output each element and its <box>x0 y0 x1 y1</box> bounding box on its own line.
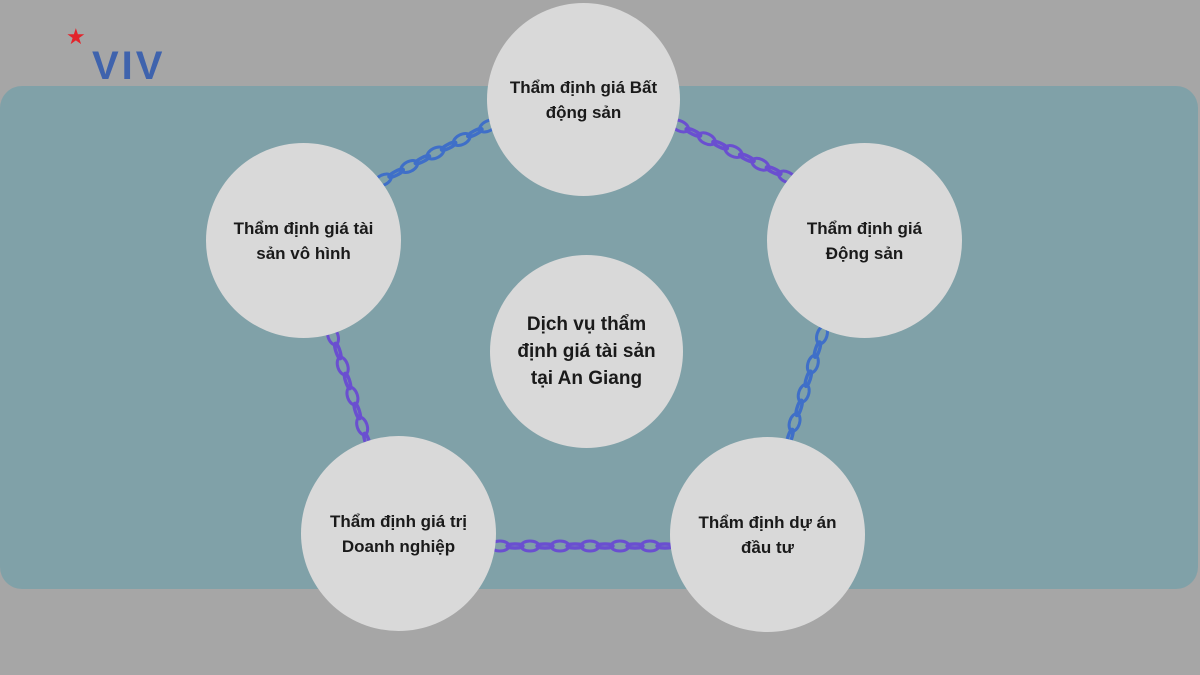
node-intangible-assets: Thẩm định giá tài sản vô hình <box>206 143 401 338</box>
node-real-estate: Thẩm định giá Bất động sản <box>487 3 680 196</box>
center-service-label: Dịch vụ thẩm định giá tài sản tại An Gia… <box>517 314 656 389</box>
node-enterprise-value-label: Thẩm định giá trị Doanh nghiệp <box>330 511 467 556</box>
chain-link <box>803 369 814 389</box>
chain-link <box>684 126 703 138</box>
node-real-estate-label: Thẩm định giá Bất động sản <box>509 77 658 122</box>
logo-text: VIV <box>92 44 166 88</box>
chain-link <box>413 153 432 166</box>
chain-link <box>812 340 823 359</box>
chain-link <box>439 140 458 153</box>
node-intangible-assets-label: Thẩm định giá tài sản vô hình <box>233 218 374 263</box>
chain-link <box>565 542 585 550</box>
chain-link <box>505 542 525 550</box>
chain-link <box>794 398 804 418</box>
chain-right-link <box>785 324 829 447</box>
node-investment-project-label: Thẩm định dự án đầu tư <box>698 512 837 557</box>
chain-link <box>466 126 484 139</box>
node-movable-assets: Thẩm định giá Động sản <box>767 143 962 338</box>
chain-link <box>737 152 756 164</box>
chain-top-left-link <box>373 118 498 188</box>
chain-bottom-link <box>489 539 675 553</box>
node-investment-project: Thẩm định dự án đầu tư <box>670 437 865 632</box>
chain-link <box>595 542 615 550</box>
chain-link <box>625 542 645 550</box>
chain-link <box>387 167 405 180</box>
node-movable-assets-label: Thẩm định giá Động sản <box>806 218 923 263</box>
center-service-node: Dịch vụ thẩm định giá tài sản tại An Gia… <box>490 255 683 448</box>
node-enterprise-value: Thẩm định giá trị Doanh nghiệp <box>301 436 496 631</box>
star-icon: ★ <box>66 24 86 49</box>
chain-link <box>535 542 555 550</box>
chain-link <box>345 385 360 407</box>
chain-link <box>335 355 350 377</box>
viv-logo: ★ VIV <box>66 24 186 89</box>
chain-left-link <box>325 325 372 451</box>
chain-link <box>764 165 783 177</box>
chain-link <box>711 139 730 151</box>
chain-top-right-link <box>670 118 797 185</box>
chain-link <box>355 415 370 437</box>
